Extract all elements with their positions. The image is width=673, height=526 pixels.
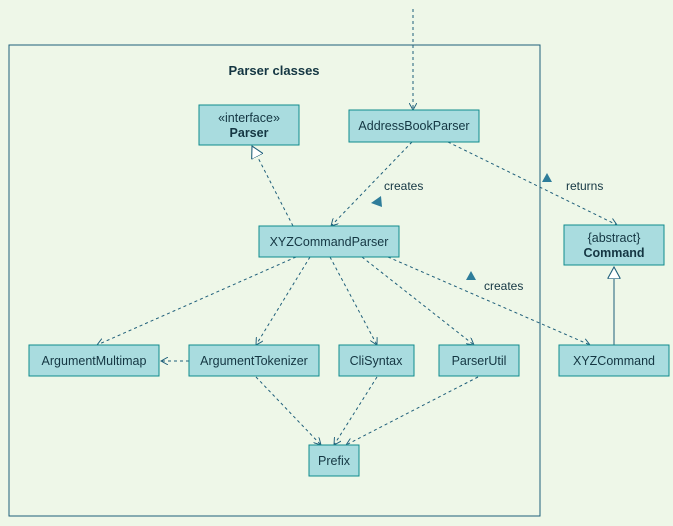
frame-title: Parser classes — [228, 63, 319, 78]
parser-util-to-prefix-edge — [346, 376, 479, 445]
class-prefix: Prefix — [308, 444, 360, 477]
command-stereotype: {abstract} — [588, 231, 641, 245]
parser-stereotype: «interface» — [218, 111, 280, 125]
class-command: {abstract} Command — [563, 224, 665, 266]
class-argument-tokenizer: ArgumentTokenizer — [188, 344, 320, 377]
edge-to-argument-tokenizer — [256, 256, 311, 345]
returns-direction-icon — [542, 173, 552, 182]
xyz-command-parser-name: XYZCommandParser — [270, 235, 389, 249]
edge-to-argument-multimap — [97, 256, 297, 345]
creates-command-direction-icon — [466, 271, 476, 280]
class-xyz-command: XYZCommand — [558, 344, 670, 377]
class-parser: «interface» Parser — [198, 104, 300, 146]
class-argument-multimap: ArgumentMultimap — [28, 344, 160, 377]
class-xyz-command-parser: XYZCommandParser — [258, 225, 400, 258]
command-name: Command — [583, 246, 644, 260]
xyz-command-name: XYZCommand — [573, 354, 655, 368]
edge-to-cli-syntax — [329, 256, 377, 345]
cli-syntax-name: CliSyntax — [350, 354, 404, 368]
creates-direction-icon — [371, 196, 382, 207]
creates-edge-command — [387, 256, 590, 345]
parser-name: Parser — [230, 126, 269, 140]
returns-label: returns — [566, 179, 603, 193]
returns-edge — [447, 141, 617, 225]
realization-xyzcommandparser-parser — [252, 146, 294, 227]
creates-edge-parser — [331, 141, 413, 226]
tokenizer-to-prefix-edge — [255, 376, 321, 445]
parser-classes-frame — [8, 44, 541, 517]
prefix-name: Prefix — [318, 454, 351, 468]
class-parser-util: ParserUtil — [438, 344, 520, 377]
address-book-parser-name: AddressBookParser — [358, 119, 469, 133]
parser-util-name: ParserUtil — [452, 354, 507, 368]
class-address-book-parser: AddressBookParser — [348, 109, 480, 143]
creates-label-parser: creates — [384, 179, 423, 193]
creates-label-command: creates — [484, 279, 523, 293]
argument-tokenizer-name: ArgumentTokenizer — [200, 354, 308, 368]
cli-syntax-to-prefix-edge — [334, 376, 378, 445]
class-cli-syntax: CliSyntax — [338, 344, 415, 377]
argument-multimap-name: ArgumentMultimap — [42, 354, 147, 368]
